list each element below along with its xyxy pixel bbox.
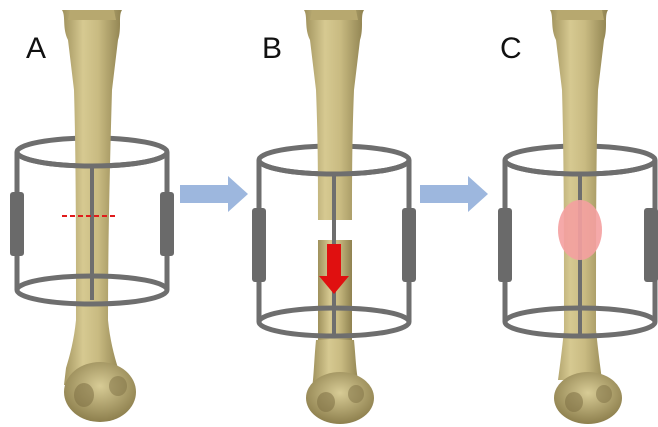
panel-a: A [10,10,174,422]
external-fixator [10,152,174,304]
regenerate-zone [558,200,602,260]
distraction-rod-right [402,208,416,282]
distal-joint [306,372,374,424]
bone-distal-segment [306,340,374,424]
distraction-rod-left [252,208,266,282]
panel-label-c: C [500,32,522,65]
distraction-rod-right [644,208,658,282]
panel-label-b: B [262,32,282,65]
distal-joint [554,372,622,424]
distraction-rod-left [498,208,512,282]
distraction-rod-left [10,192,24,256]
distraction-rod-right [160,192,174,256]
panel-c: C [498,10,658,424]
panel-label-a: A [26,32,46,65]
arrow-a-to-b [180,176,248,212]
arrow-b-to-c [420,176,488,212]
panel-b: B [252,10,416,424]
